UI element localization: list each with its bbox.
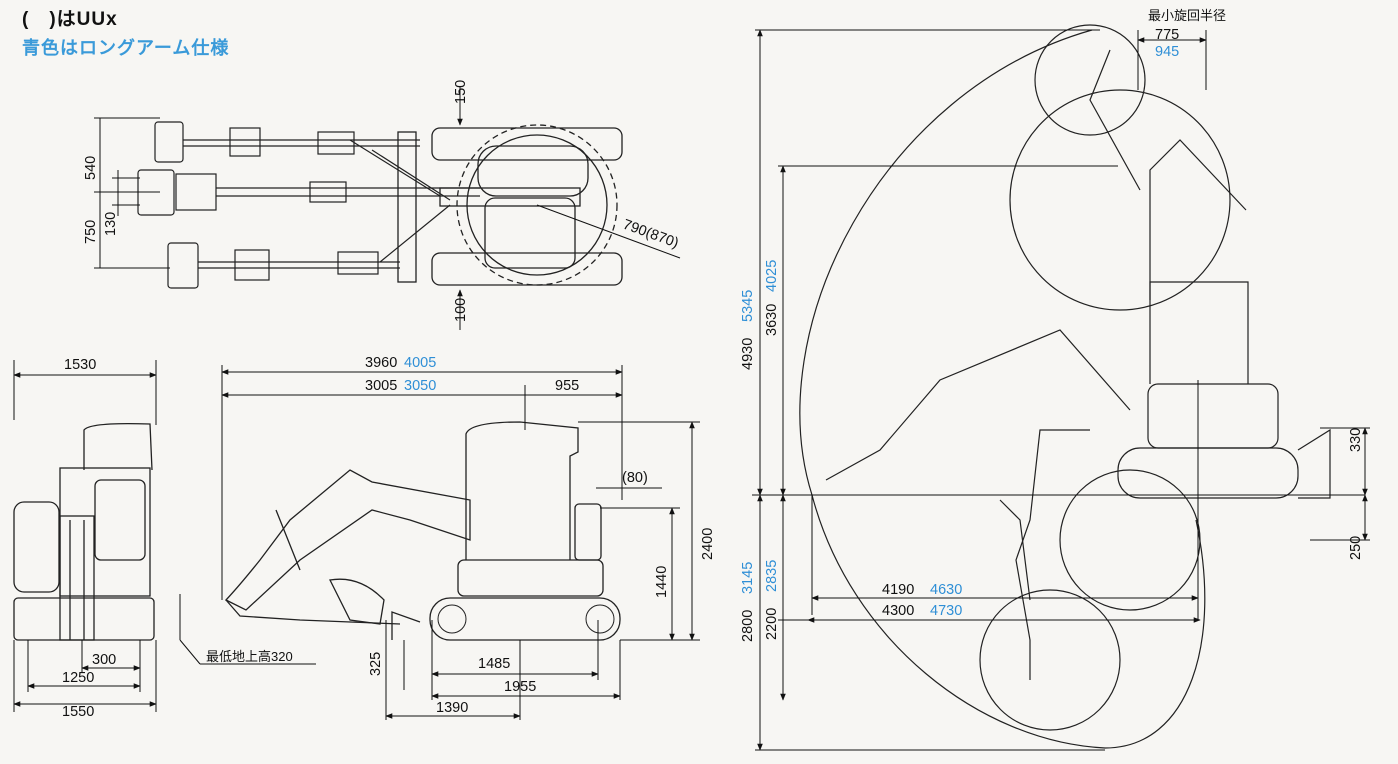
dim-1390: 1390	[436, 700, 468, 716]
dim-3005: 3005	[365, 378, 397, 394]
dim-750: 750	[83, 220, 99, 244]
dim-4730-long: 4730	[930, 603, 962, 619]
dim-3145-long: 3145	[740, 562, 756, 594]
dim-100: 100	[453, 298, 469, 322]
dim-2200: 2200	[764, 608, 780, 640]
dim-955: 955	[555, 378, 579, 394]
dim-300: 300	[92, 652, 116, 668]
label-min-swing-radius: 最小旋回半径	[1148, 8, 1226, 23]
dim-3050-long: 3050	[404, 378, 436, 394]
dim-1550: 1550	[62, 704, 94, 720]
side-view: 3960 4005 3005 3050 955 (80) 2400 1440 3…	[221, 355, 716, 720]
dim-1440: 1440	[654, 566, 670, 598]
dim-3630: 3630	[764, 304, 780, 336]
dim-1955: 1955	[504, 679, 536, 695]
dim-775: 775	[1155, 27, 1179, 43]
dim-2400: 2400	[700, 528, 716, 560]
dim-4025-long: 4025	[764, 260, 780, 292]
dim-1530: 1530	[64, 357, 96, 373]
dim-4190: 4190	[882, 582, 914, 598]
dim-250: 250	[1348, 536, 1364, 560]
dim-1250: 1250	[62, 670, 94, 686]
dim-945-long: 945	[1155, 44, 1179, 60]
dim-3960: 3960	[365, 355, 397, 371]
dim-5345-long: 5345	[740, 290, 756, 322]
dim-80: (80)	[622, 470, 648, 486]
dim-150: 150	[453, 80, 469, 104]
dim-2835-long: 2835	[764, 560, 780, 592]
top-view: 150 100 540 750 130 790(870)	[83, 80, 681, 330]
dim-325: 325	[368, 652, 384, 676]
dim-330: 330	[1348, 428, 1364, 452]
dim-2800: 2800	[740, 610, 756, 642]
header-uux-note: ( )はUUx	[22, 9, 118, 30]
dim-4630-long: 4630	[930, 582, 962, 598]
front-view: 1530 300 1250 1550 最低地上高320	[13, 357, 316, 720]
dim-4005-long: 4005	[404, 355, 436, 371]
dim-540: 540	[83, 156, 99, 180]
note-ground-clearance: 最低地上高320	[206, 649, 293, 664]
dim-1485: 1485	[478, 656, 510, 672]
dim-130: 130	[103, 212, 119, 236]
dim-4930: 4930	[740, 338, 756, 370]
working-range-view: 最小旋回半径 775 945 4930 5345 3630 4025 2800 …	[740, 8, 1370, 751]
dim-4300: 4300	[882, 603, 914, 619]
dim-swing-radius: 790(870)	[621, 217, 681, 252]
header-long-arm-note: 青色はロングアーム仕様	[22, 38, 230, 58]
